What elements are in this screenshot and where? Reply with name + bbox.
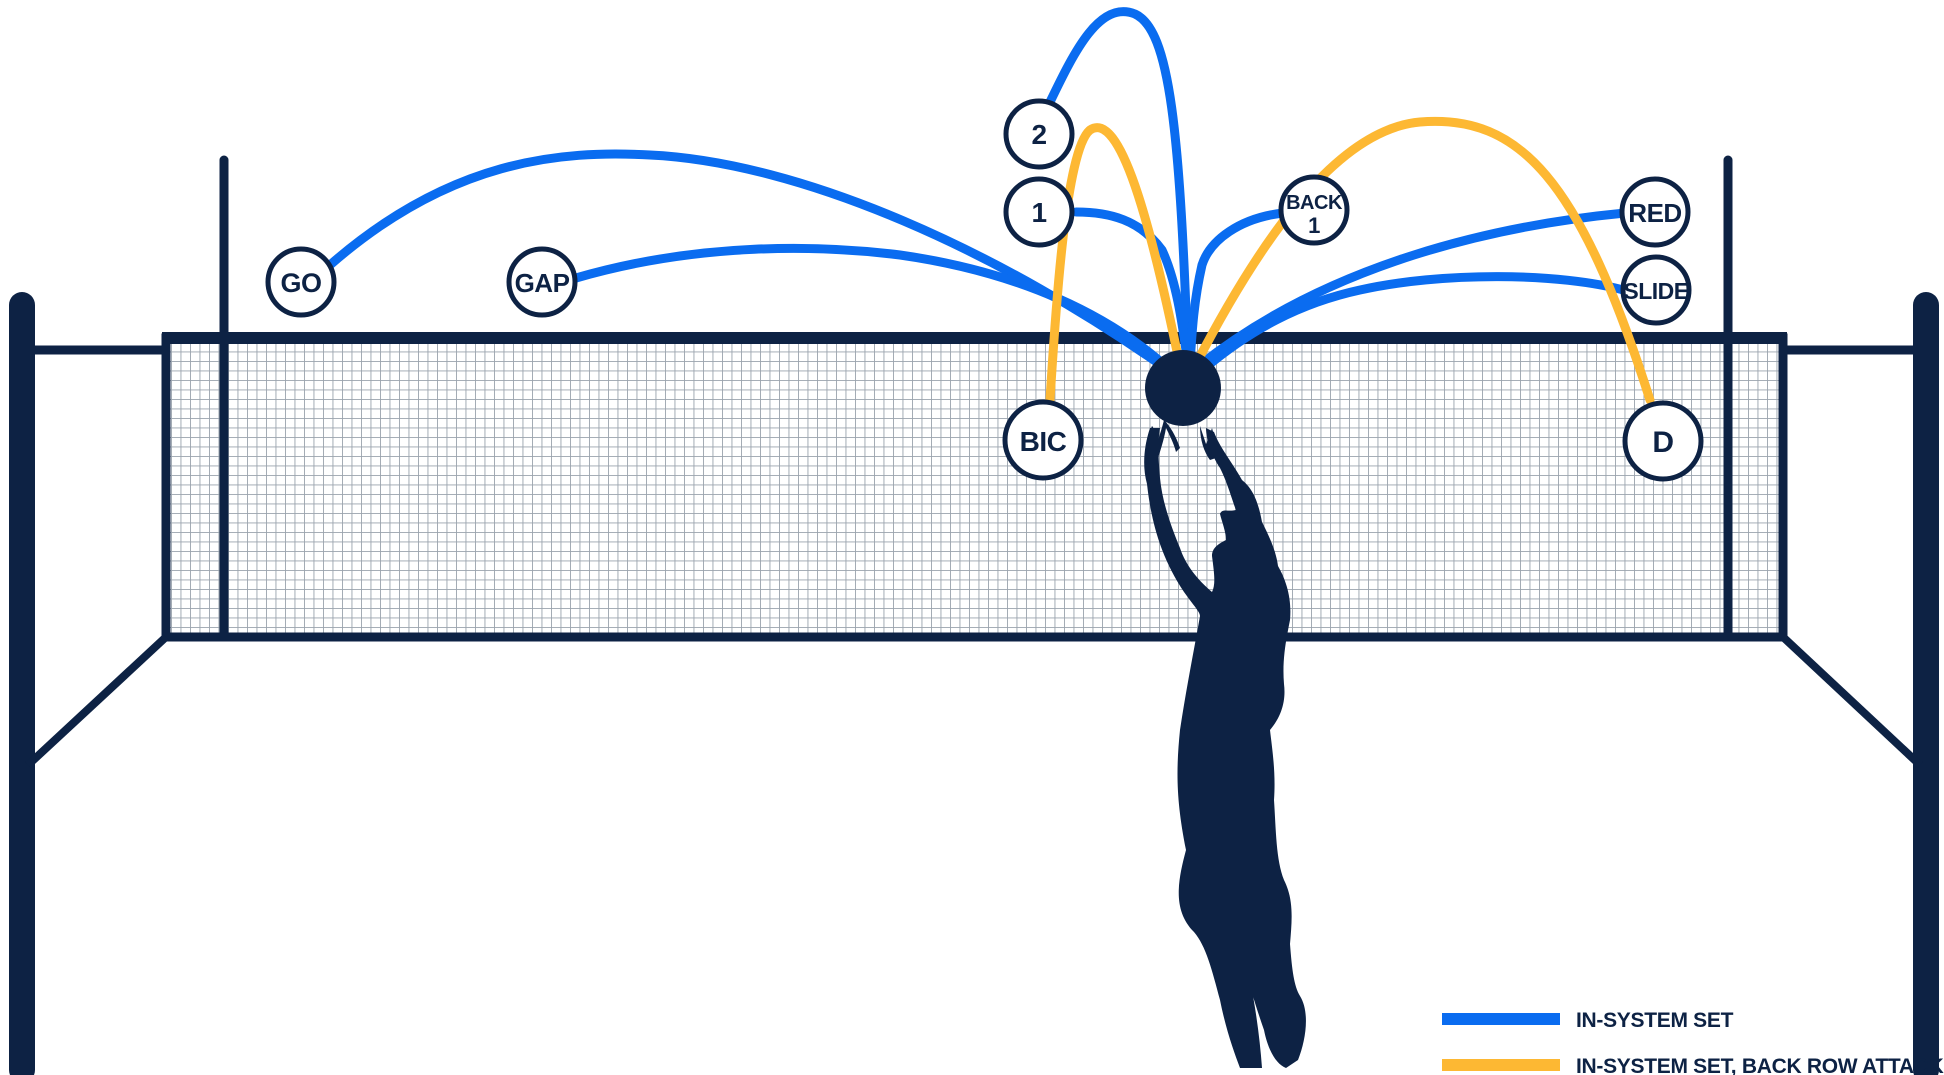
- svg-text:GO: GO: [280, 268, 321, 298]
- svg-text:BACK: BACK: [1286, 192, 1343, 214]
- net-mesh: [166, 338, 1783, 637]
- label-bic: BIC: [1005, 402, 1081, 478]
- label-gap: GAP: [509, 249, 575, 315]
- label-2: 2: [1006, 101, 1072, 167]
- svg-text:SLIDE: SLIDE: [1623, 278, 1688, 304]
- svg-text:D: D: [1652, 426, 1673, 459]
- legend: IN-SYSTEM SET IN-SYSTEM SET, BACK ROW AT…: [1442, 1009, 1944, 1075]
- label-go: GO: [268, 249, 334, 315]
- svg-text:1: 1: [1031, 197, 1046, 228]
- label-red: RED: [1622, 179, 1688, 245]
- label-slide: SLIDE: [1623, 257, 1689, 323]
- svg-text:2: 2: [1031, 119, 1046, 150]
- label-d: D: [1625, 403, 1701, 479]
- label-1: 1: [1006, 179, 1072, 245]
- svg-text:GAP: GAP: [515, 268, 570, 298]
- legend-label-in-system: IN-SYSTEM SET: [1576, 1009, 1734, 1032]
- svg-text:BIC: BIC: [1020, 426, 1067, 457]
- svg-text:RED: RED: [1628, 198, 1681, 228]
- label-back-1: BACK 1: [1281, 177, 1347, 243]
- brace-left: [28, 637, 166, 765]
- ball: [1145, 350, 1221, 426]
- legend-label-back-row: IN-SYSTEM SET, BACK ROW ATTACKER: [1576, 1055, 1944, 1075]
- brace-right: [1783, 637, 1920, 765]
- in-system-sets: [330, 12, 1627, 375]
- svg-text:1: 1: [1308, 213, 1320, 238]
